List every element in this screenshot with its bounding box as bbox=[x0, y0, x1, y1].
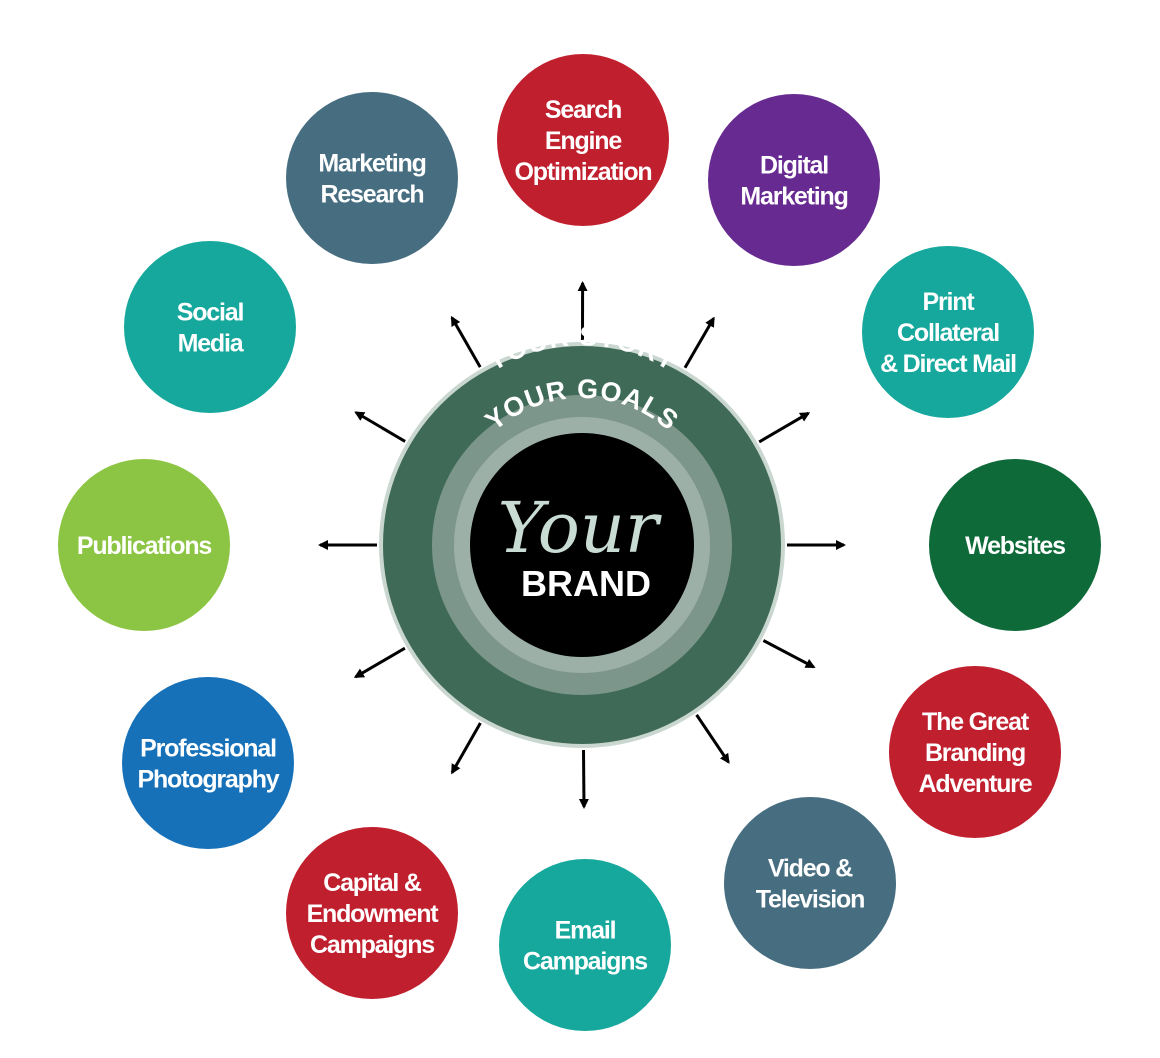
arrow-social-media bbox=[354, 411, 406, 443]
node-label-line: Research bbox=[321, 181, 424, 209]
node-label-line: Campaigns bbox=[310, 931, 434, 959]
node-label-line: Adventure bbox=[919, 770, 1033, 798]
node-label-line: Endowment bbox=[307, 900, 440, 928]
node-circle bbox=[724, 797, 896, 969]
node-websites: Websites bbox=[929, 459, 1101, 631]
node-label-line: Campaigns bbox=[523, 948, 647, 976]
node-label-line: Print bbox=[923, 288, 976, 316]
node-label-line: Video & bbox=[768, 855, 853, 883]
node-label-line: The Great bbox=[922, 708, 1030, 736]
node-circle bbox=[862, 246, 1034, 418]
node-label-line: Websites bbox=[965, 532, 1065, 560]
node-label-line: Digital bbox=[760, 152, 828, 180]
node-circle bbox=[58, 459, 230, 631]
node-publications: Publications bbox=[58, 459, 230, 631]
hub-core bbox=[470, 433, 694, 657]
node-label-line: Social bbox=[177, 299, 244, 327]
node-circle bbox=[929, 459, 1101, 631]
brand-hub: YOUR STORY YOUR GOALS Your BRAND bbox=[379, 321, 785, 748]
node-label-line: Photography bbox=[138, 766, 280, 794]
node-video-television: Video & Television bbox=[724, 797, 896, 969]
node-label-line: Capital & bbox=[323, 869, 422, 897]
node-label-line: Engine bbox=[545, 127, 622, 155]
node-circle bbox=[497, 54, 669, 226]
arrow-professional-photography bbox=[353, 646, 406, 679]
arrow-email-campaigns bbox=[578, 749, 589, 809]
brand-text: BRAND bbox=[521, 563, 651, 604]
arrow-capital-endowment bbox=[450, 722, 482, 775]
node-circle bbox=[286, 827, 458, 999]
node-label-line: Professional bbox=[140, 735, 276, 763]
node-label-line: & Direct Mail bbox=[880, 350, 1016, 378]
node-label-line: Collateral bbox=[897, 319, 999, 347]
connector-arrows bbox=[318, 281, 846, 809]
node-label-line: Optimization bbox=[515, 158, 652, 186]
node-circle bbox=[286, 92, 458, 264]
node-circle bbox=[124, 241, 296, 413]
arrow-digital-marketing bbox=[683, 316, 715, 369]
node-label-line: Email bbox=[555, 917, 616, 945]
your-script-text: Your bbox=[498, 487, 662, 569]
node-label-line: Marketing bbox=[740, 183, 847, 211]
arrow-video-television bbox=[695, 714, 730, 764]
arrow-print-collateral bbox=[758, 411, 811, 444]
node-label-line: Media bbox=[178, 330, 245, 358]
node-circle bbox=[889, 666, 1061, 838]
arrow-marketing-research bbox=[450, 315, 482, 368]
node-circle bbox=[499, 859, 671, 1031]
node-label-line: Television bbox=[756, 886, 864, 914]
arrow-great-branding-adventure bbox=[762, 639, 816, 669]
node-label-line: Publications bbox=[77, 532, 212, 560]
node-circle bbox=[708, 94, 880, 266]
node-label-line: Marketing bbox=[318, 150, 425, 178]
node-label-line: Search bbox=[545, 96, 621, 124]
node-label-line: Branding bbox=[925, 739, 1025, 767]
node-circle bbox=[122, 677, 294, 849]
